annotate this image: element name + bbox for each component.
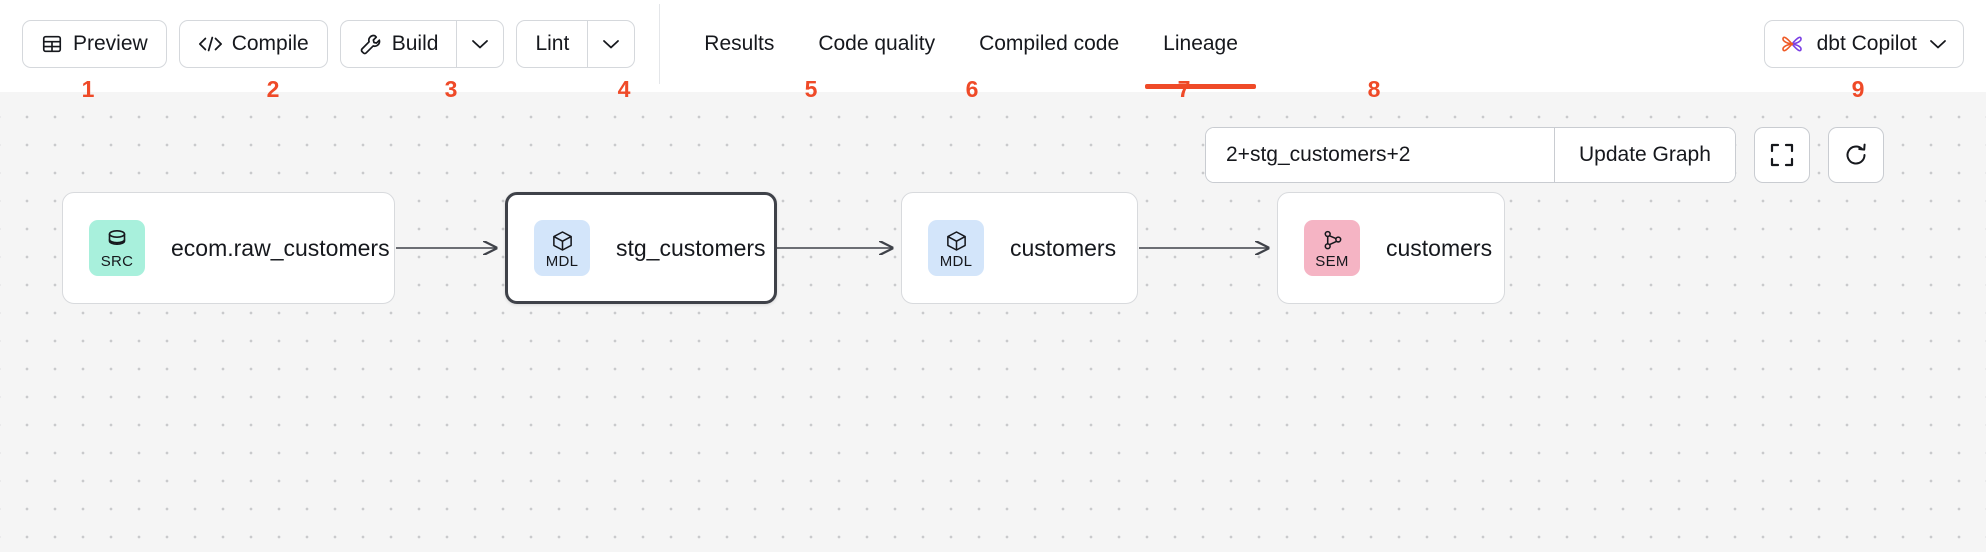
compile-label: Compile	[231, 32, 309, 55]
tab-results[interactable]: Results	[682, 4, 796, 84]
action-buttons: Preview Compile	[22, 20, 636, 68]
lineage-node-mdl-stg-customers[interactable]: MDL stg_customers	[505, 192, 777, 304]
tab-code-quality[interactable]: Code quality	[796, 4, 957, 84]
preview-button[interactable]: Preview	[22, 20, 167, 68]
lint-split-button: Lint	[516, 20, 636, 68]
table-icon	[41, 33, 63, 55]
tab-lineage[interactable]: Lineage	[1141, 4, 1260, 89]
result-tabs: Results Code quality Compiled code Linea…	[682, 4, 1260, 89]
database-icon	[106, 228, 128, 254]
compile-button[interactable]: Compile	[178, 20, 328, 68]
node-type-badge-label: MDL	[545, 252, 579, 270]
lineage-node-mdl-customers[interactable]: MDL customers	[901, 192, 1138, 304]
lineage-canvas[interactable]: Update Graph	[0, 92, 1986, 552]
build-split-button: Build	[339, 20, 505, 68]
graph-controls: Update Graph	[1205, 127, 1884, 183]
refresh-icon	[1843, 142, 1869, 168]
fullscreen-icon	[1769, 142, 1795, 168]
wrench-icon	[359, 33, 382, 56]
fullscreen-button[interactable]	[1753, 127, 1810, 183]
node-type-badge-sem: SEM	[1304, 220, 1360, 276]
node-type-badge-mdl: MDL	[534, 220, 590, 276]
refresh-button[interactable]	[1827, 127, 1884, 183]
chevron-down-icon	[1929, 38, 1947, 50]
build-button[interactable]: Build	[339, 20, 457, 68]
tab-lineage-label: Lineage	[1163, 32, 1238, 55]
dbt-copilot-star-icon	[1779, 31, 1805, 57]
code-brackets-icon	[198, 34, 222, 54]
dbt-copilot-label: dbt Copilot	[1816, 32, 1917, 55]
lint-label: Lint	[535, 32, 570, 55]
preview-label: Preview	[73, 32, 148, 55]
tab-results-label: Results	[704, 32, 775, 55]
node-label: customers	[1010, 234, 1117, 261]
lineage-node-src-raw-customers[interactable]: SRC ecom.raw_customers	[62, 192, 395, 304]
cube-icon	[945, 228, 968, 254]
tab-code-quality-label: Code quality	[818, 32, 936, 55]
node-selector-input[interactable]	[1206, 128, 1554, 182]
toolbar-divider	[659, 4, 661, 84]
build-label: Build	[391, 32, 439, 55]
tab-compiled-code-label: Compiled code	[979, 32, 1120, 55]
lint-dropdown-toggle[interactable]	[587, 20, 636, 68]
node-type-badge-label: MDL	[939, 252, 973, 270]
node-type-badge-mdl: MDL	[928, 220, 984, 276]
node-label: stg_customers	[616, 234, 766, 261]
dbt-copilot-button[interactable]: dbt Copilot	[1763, 20, 1964, 68]
chevron-down-icon	[471, 38, 489, 50]
lineage-node-sem-customers[interactable]: SEM customers	[1277, 192, 1505, 304]
editor-toolbar: Preview Compile	[4, 4, 1982, 89]
node-label: customers	[1386, 234, 1493, 261]
update-graph-button[interactable]: Update Graph	[1554, 128, 1735, 182]
tab-compiled-code[interactable]: Compiled code	[957, 4, 1141, 84]
node-type-badge-src: SRC	[89, 220, 145, 276]
lint-button[interactable]: Lint	[516, 20, 588, 68]
lineage-edges	[396, 92, 1986, 552]
build-dropdown-toggle[interactable]	[456, 20, 505, 68]
node-type-badge-label: SRC	[100, 252, 134, 270]
node-selector-group: Update Graph	[1205, 127, 1736, 183]
node-type-badge-label: SEM	[1315, 252, 1349, 270]
chevron-down-icon	[602, 38, 620, 50]
cube-icon	[551, 228, 574, 254]
network-graph-icon	[1321, 228, 1344, 254]
node-label: ecom.raw_customers	[171, 234, 390, 261]
